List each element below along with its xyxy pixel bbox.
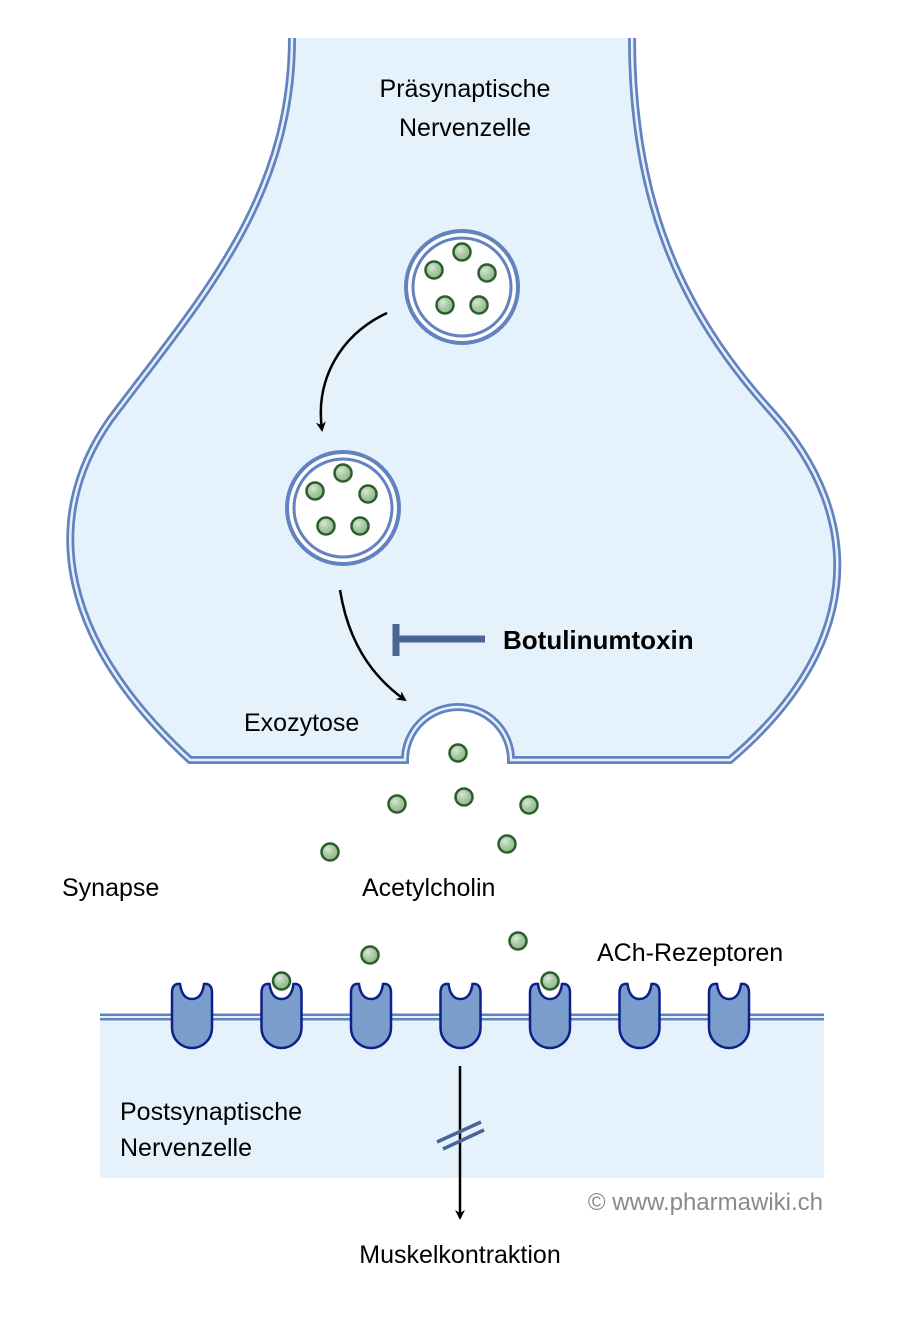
acetylcholine-molecules bbox=[320, 743, 539, 965]
acetylcholine-molecule bbox=[333, 463, 353, 483]
acetylcholine-molecule bbox=[448, 743, 468, 763]
acetylcholine-molecule bbox=[350, 516, 370, 536]
ach-receptor bbox=[707, 982, 751, 1050]
postsynaptic-label-line1: Postsynaptische bbox=[120, 1098, 302, 1126]
exocytosis-pocket bbox=[409, 713, 507, 762]
ach-receptor bbox=[439, 982, 482, 1050]
acetylcholine-molecule bbox=[519, 795, 539, 815]
presynaptic-label-line1: Präsynaptische bbox=[380, 75, 551, 103]
ach-receptor bbox=[528, 971, 572, 1050]
synaptic-vesicle bbox=[285, 450, 401, 566]
synapse-label: Synapse bbox=[62, 874, 159, 902]
acetylcholine-molecule bbox=[424, 260, 444, 280]
acetylcholine-molecule bbox=[360, 945, 380, 965]
exocytosis-arrow bbox=[338, 589, 407, 702]
acetylcholine-molecule bbox=[469, 295, 489, 315]
presynaptic-membrane-inner-gap bbox=[69, 37, 839, 762]
ach-receptor bbox=[349, 982, 393, 1050]
exocytosis-label: Exozytose bbox=[244, 709, 359, 737]
acetylcholine-molecule bbox=[508, 931, 528, 951]
presynaptic-cell-body bbox=[70, 38, 838, 760]
acetylcholine-molecule bbox=[316, 516, 336, 536]
botulinumtoxin-label: Botulinumtoxin bbox=[503, 625, 694, 655]
vesicles bbox=[285, 229, 520, 566]
ach-receptor bbox=[260, 971, 303, 1050]
presynaptic-label-line2: Nervenzelle bbox=[399, 114, 531, 142]
acetylcholine-molecule bbox=[305, 481, 325, 501]
bound-acetylcholine-molecule bbox=[540, 971, 560, 991]
inhibitor-symbol bbox=[392, 624, 485, 656]
acetylcholine-molecule bbox=[454, 787, 474, 807]
receptors-label: ACh-Rezeptoren bbox=[597, 939, 783, 967]
synaptic-vesicle bbox=[404, 229, 520, 345]
ach-receptors bbox=[170, 971, 751, 1050]
acetylcholine-molecule bbox=[387, 794, 407, 814]
acetylcholine-molecule bbox=[452, 242, 472, 262]
muscle-contraction-label: Muskelkontraktion bbox=[359, 1241, 560, 1269]
acetylcholine-label: Acetylcholin bbox=[362, 874, 495, 902]
copyright-notice: © www.pharmawiki.ch bbox=[588, 1189, 823, 1216]
acetylcholine-molecule bbox=[477, 263, 497, 283]
acetylcholine-molecule bbox=[497, 834, 517, 854]
acetylcholine-molecule bbox=[320, 842, 340, 862]
blocked-signal-icon bbox=[436, 1120, 485, 1151]
acetylcholine-molecule bbox=[435, 295, 455, 315]
presynaptic-cell bbox=[66, 37, 842, 764]
ach-receptor bbox=[618, 982, 661, 1050]
ach-receptor bbox=[170, 982, 214, 1050]
acetylcholine-molecule bbox=[358, 484, 378, 504]
vesicle-transport-arrow bbox=[315, 311, 388, 432]
bound-acetylcholine-molecule bbox=[271, 971, 292, 991]
postsynaptic-label-line2: Nervenzelle bbox=[120, 1134, 252, 1162]
